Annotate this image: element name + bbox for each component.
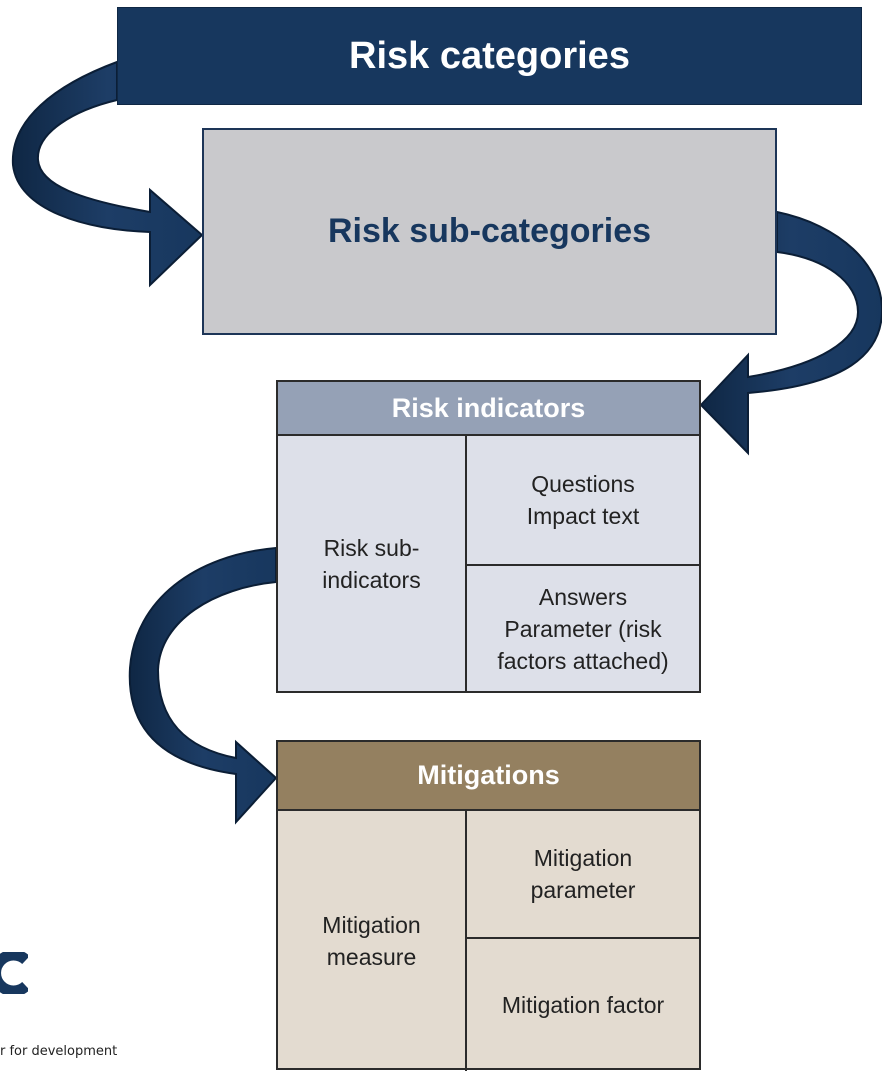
logo-icon	[0, 952, 28, 994]
risk-categories-banner: Risk categories	[117, 7, 862, 105]
arrow-indicators-to-mitigations	[128, 546, 278, 825]
answers-cell: Answers Parameter (risk factors attached…	[497, 583, 669, 674]
mitigation-factor-cell: Mitigation factor	[501, 992, 665, 1018]
arrow-subcategories-to-indicators	[699, 210, 882, 456]
risk-indicators-table: Risk indicators Risk sub- indicators Que…	[276, 380, 701, 693]
mitigations-header: Mitigations	[278, 742, 699, 811]
risk-indicators-header: Risk indicators	[278, 382, 699, 436]
arrow-categories-to-subcategories	[11, 60, 204, 288]
mitigations-title: Mitigations	[417, 760, 560, 790]
risk-subcategories-box: Risk sub-categories	[202, 128, 777, 335]
logo-tagline: r for development	[0, 1044, 118, 1059]
mitigation-parameter-cell: Mitigation parameter	[467, 811, 699, 939]
questions-cell: Questions Impact text	[467, 436, 699, 566]
mitigations-table: Mitigations Mitigation measure Mitigatio…	[276, 740, 701, 1071]
risk-indicators-title: Risk indicators	[391, 392, 586, 423]
mitigation-measure-cell: Mitigation measure	[278, 811, 467, 1071]
risk-categories-title: Risk categories	[349, 34, 630, 77]
risk-subcategories-title: Risk sub-categories	[327, 212, 652, 250]
risk-subindicators-cell: Risk sub- indicators	[278, 436, 467, 691]
